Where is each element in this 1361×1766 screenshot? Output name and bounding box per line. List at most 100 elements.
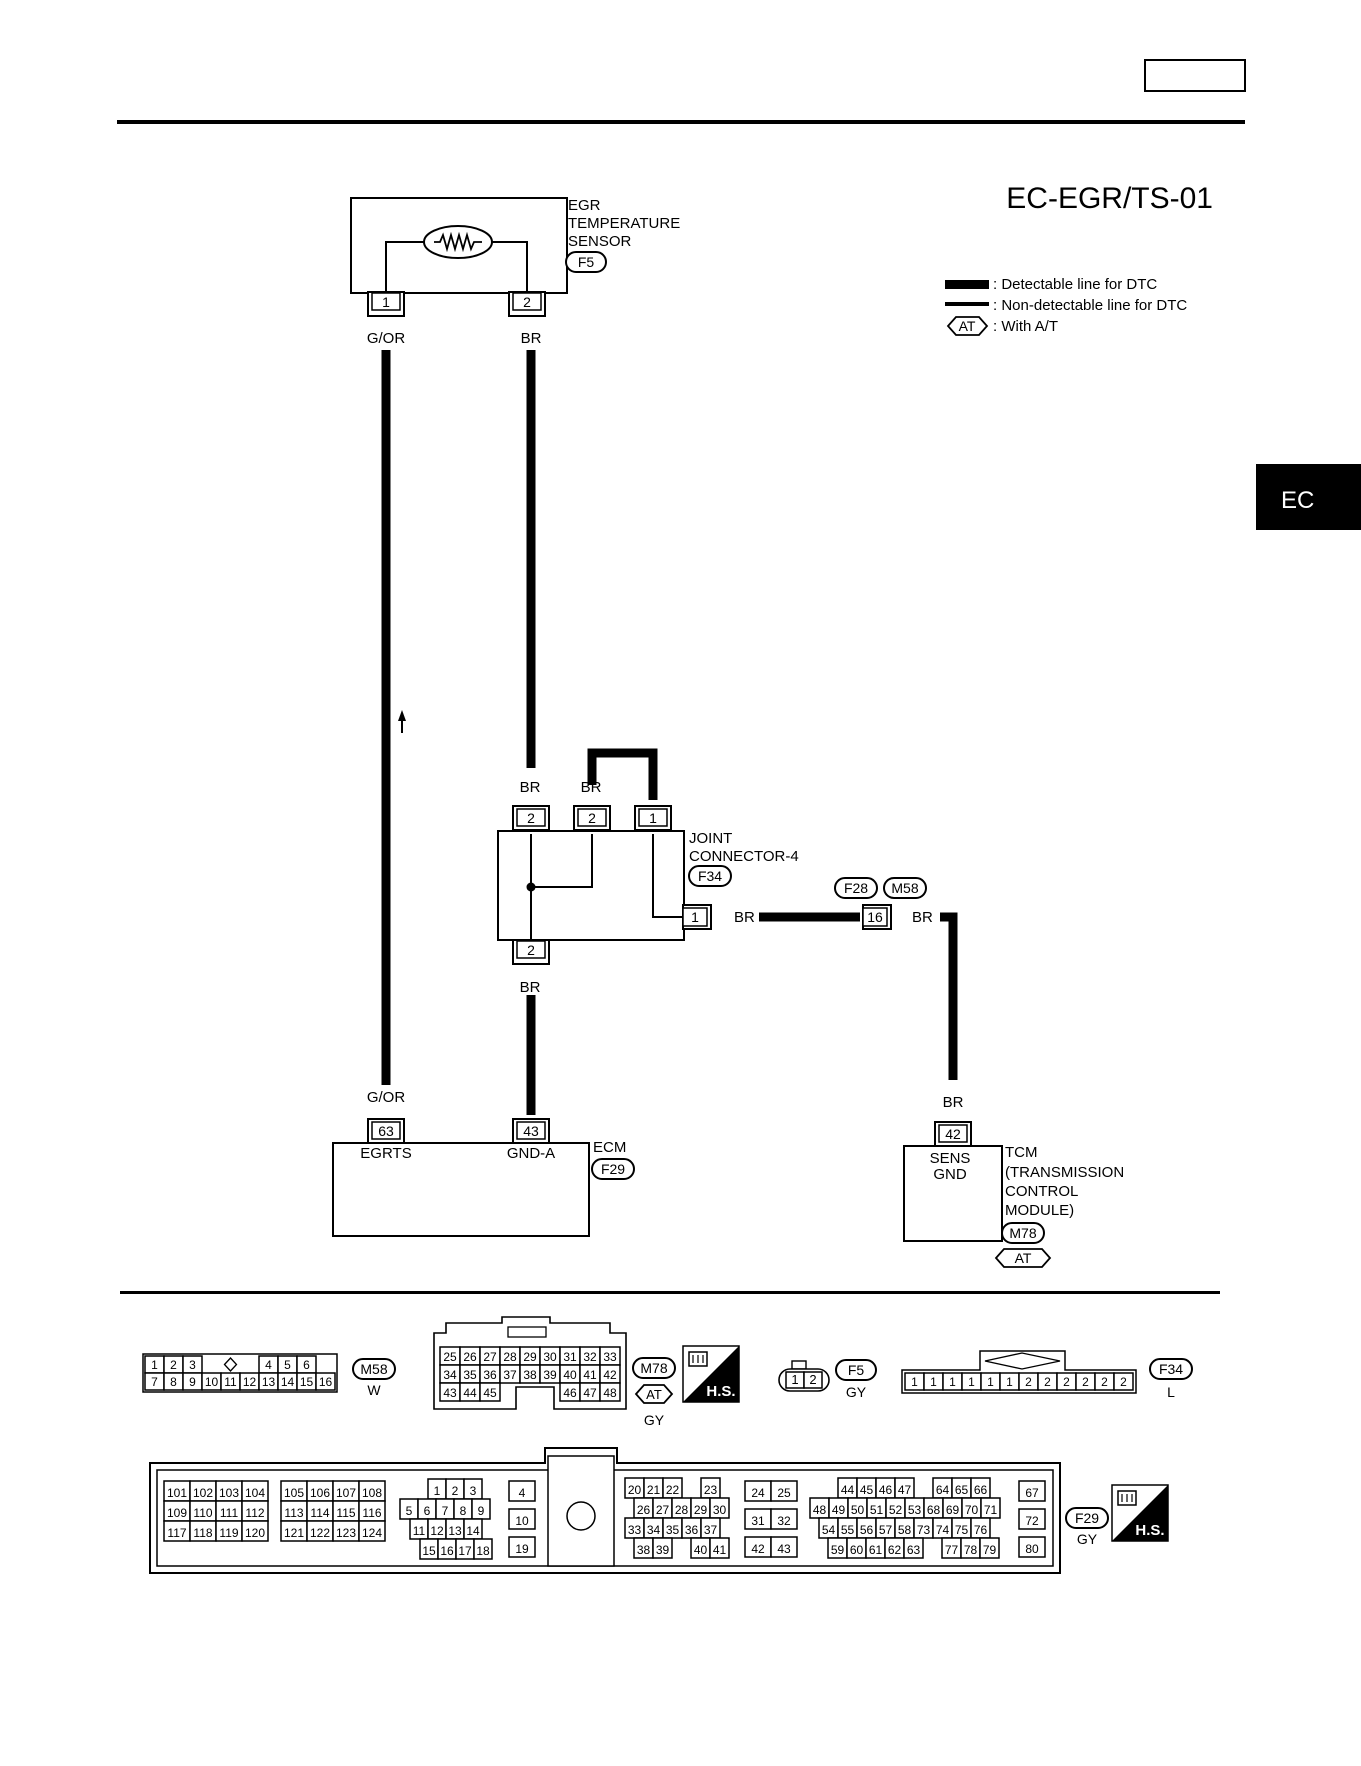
pin-number: 57	[879, 1523, 893, 1537]
connector-pill-text: F29	[601, 1161, 625, 1177]
pin-number: 22	[666, 1483, 680, 1497]
pin-cell	[577, 808, 607, 827]
pin-cell	[508, 1536, 536, 1558]
joint-pin-2-middle: 2	[573, 805, 611, 831]
ecm-pin-43-label: GND-A	[507, 1145, 555, 1162]
pin-number: 27	[483, 1350, 497, 1364]
hs-connector-pins-icon	[1121, 1494, 1133, 1502]
pin-number: 1	[434, 1484, 441, 1498]
pin-number: 12	[430, 1524, 444, 1538]
pin-number: 2	[588, 810, 596, 826]
pin-number: 121	[284, 1526, 304, 1540]
pin-number: 10	[205, 1375, 219, 1389]
pin-number: 72	[1025, 1514, 1039, 1528]
joint-pin-1-right: 1	[682, 904, 712, 930]
pin-number: 25	[777, 1486, 791, 1500]
f34-id: F34	[1149, 1358, 1193, 1380]
m78-color: GY	[644, 1412, 665, 1428]
pin-number: 43	[523, 1123, 539, 1139]
egr-sensor-label-2: TEMPERATURE	[568, 215, 680, 232]
ecm-body	[332, 1142, 590, 1237]
pin-number: 45	[860, 1483, 874, 1497]
pin-cell	[508, 1480, 536, 1502]
pin-number: 2	[1082, 1375, 1089, 1389]
joint-connector-id-label: F34	[688, 865, 732, 887]
pin-number: 102	[193, 1486, 213, 1500]
thermistor-symbol	[423, 225, 493, 259]
pin-number: 80	[1025, 1542, 1039, 1556]
pin-number: 118	[193, 1526, 212, 1540]
pill-outline	[352, 1358, 396, 1380]
pin-number: 1	[949, 1375, 956, 1389]
pin-number: 47	[583, 1386, 597, 1400]
f34-key-icon	[984, 1352, 1061, 1370]
pin-number: 1	[930, 1375, 937, 1389]
legend-at-text: : With A/T	[993, 318, 1058, 335]
pin-cell	[770, 1536, 798, 1558]
pin-number: 8	[460, 1504, 467, 1518]
pin-number: 2	[1025, 1375, 1032, 1389]
pin-cell	[938, 1124, 968, 1143]
pin-number: 68	[927, 1503, 941, 1517]
pin-number: 3	[189, 1358, 196, 1372]
diagram-id: EC-EGR/TS-01	[1006, 182, 1213, 215]
pin-cell	[599, 1382, 621, 1402]
option-tag-outline	[634, 1384, 674, 1404]
inline-connector-m58-label: M58	[883, 877, 927, 899]
hs-connector-pins-icon	[692, 1355, 704, 1363]
header-rule	[117, 120, 1245, 124]
pin-number: 111	[220, 1506, 239, 1520]
pin-number: 9	[478, 1504, 485, 1518]
pin-number: 63	[907, 1543, 921, 1557]
pin-number: 5	[406, 1504, 413, 1518]
pin-cell	[770, 1508, 798, 1530]
pin-number: 1	[911, 1375, 918, 1389]
pin-number: 2	[809, 1372, 816, 1387]
pin-number: 19	[515, 1542, 529, 1556]
pin-number: 1	[1006, 1375, 1013, 1389]
pill-text: M58	[360, 1361, 387, 1377]
pin-number: 52	[889, 1503, 903, 1517]
f5-latch-icon	[791, 1360, 807, 1370]
pin-number: 16	[867, 909, 883, 925]
connector-pill-outline	[565, 251, 607, 273]
pin-number: 74	[936, 1523, 950, 1537]
egr-sensor-connector-label: F5	[565, 251, 607, 273]
wire-color-br-tcm: BR	[943, 1094, 964, 1111]
pin-number: 6	[424, 1504, 431, 1518]
pin-number: 1	[382, 294, 390, 310]
legend-non-detectable-symbol	[945, 302, 989, 306]
pin-number: 51	[870, 1503, 884, 1517]
pin-number: 2	[1120, 1375, 1127, 1389]
connector-pill-text: F5	[578, 254, 595, 270]
pin-number: 117	[167, 1526, 186, 1540]
tcm-pin-label-1: SENS	[930, 1150, 971, 1167]
pin-number: 35	[666, 1523, 680, 1537]
pin-number: 2	[523, 294, 531, 310]
pin-number: 42	[751, 1542, 765, 1556]
pin-number: 8	[170, 1375, 177, 1389]
m78-id: M78	[632, 1357, 676, 1379]
section-tab[interactable]	[1256, 464, 1361, 530]
pin-number: 2	[527, 942, 535, 958]
pin-number: 43	[443, 1386, 457, 1400]
pin-number: 14	[466, 1524, 480, 1538]
pin-number: 101	[167, 1486, 187, 1500]
m58-key-icon	[223, 1357, 238, 1372]
pill-text: F5	[848, 1362, 865, 1378]
egr-sensor-label-3: SENSOR	[568, 233, 632, 250]
connector-pill-text: M78	[1009, 1225, 1036, 1241]
pin-number: 18	[476, 1544, 490, 1558]
pin-number: 69	[946, 1503, 960, 1517]
tcm-connector-label: M78	[1001, 1222, 1045, 1244]
connector-pill-outline	[834, 877, 878, 899]
pin-number: 35	[463, 1368, 477, 1382]
pin-cell	[682, 907, 708, 927]
tcm-label-2: (TRANSMISSION	[1005, 1164, 1124, 1181]
pin-number: 37	[704, 1523, 718, 1537]
pin-number: 42	[945, 1126, 961, 1142]
wire-color-br-joint-right: BR	[734, 909, 755, 926]
legend-detectable-text: : Detectable line for DTC	[993, 276, 1157, 293]
